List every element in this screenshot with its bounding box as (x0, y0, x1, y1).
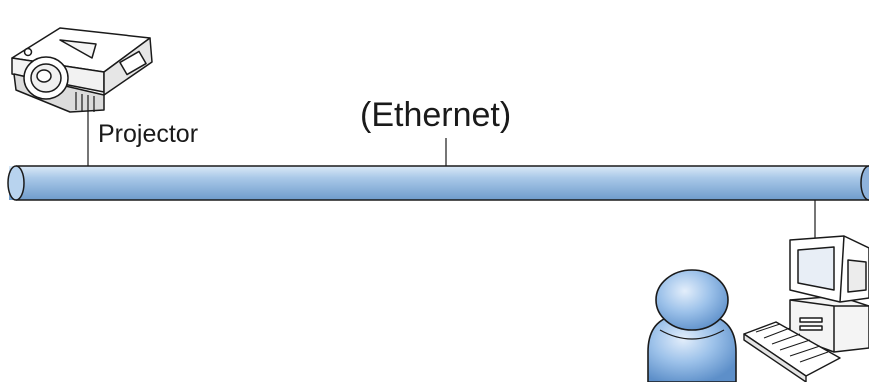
projector-icon (11, 27, 153, 113)
desktop-computer-icon (789, 235, 869, 353)
projector-label: Projector (98, 120, 199, 148)
ethernet-label: (Ethernet) (360, 96, 512, 134)
ethernet-cable (7, 165, 869, 201)
user-icon (647, 269, 737, 382)
keyboard-icon (743, 321, 841, 382)
